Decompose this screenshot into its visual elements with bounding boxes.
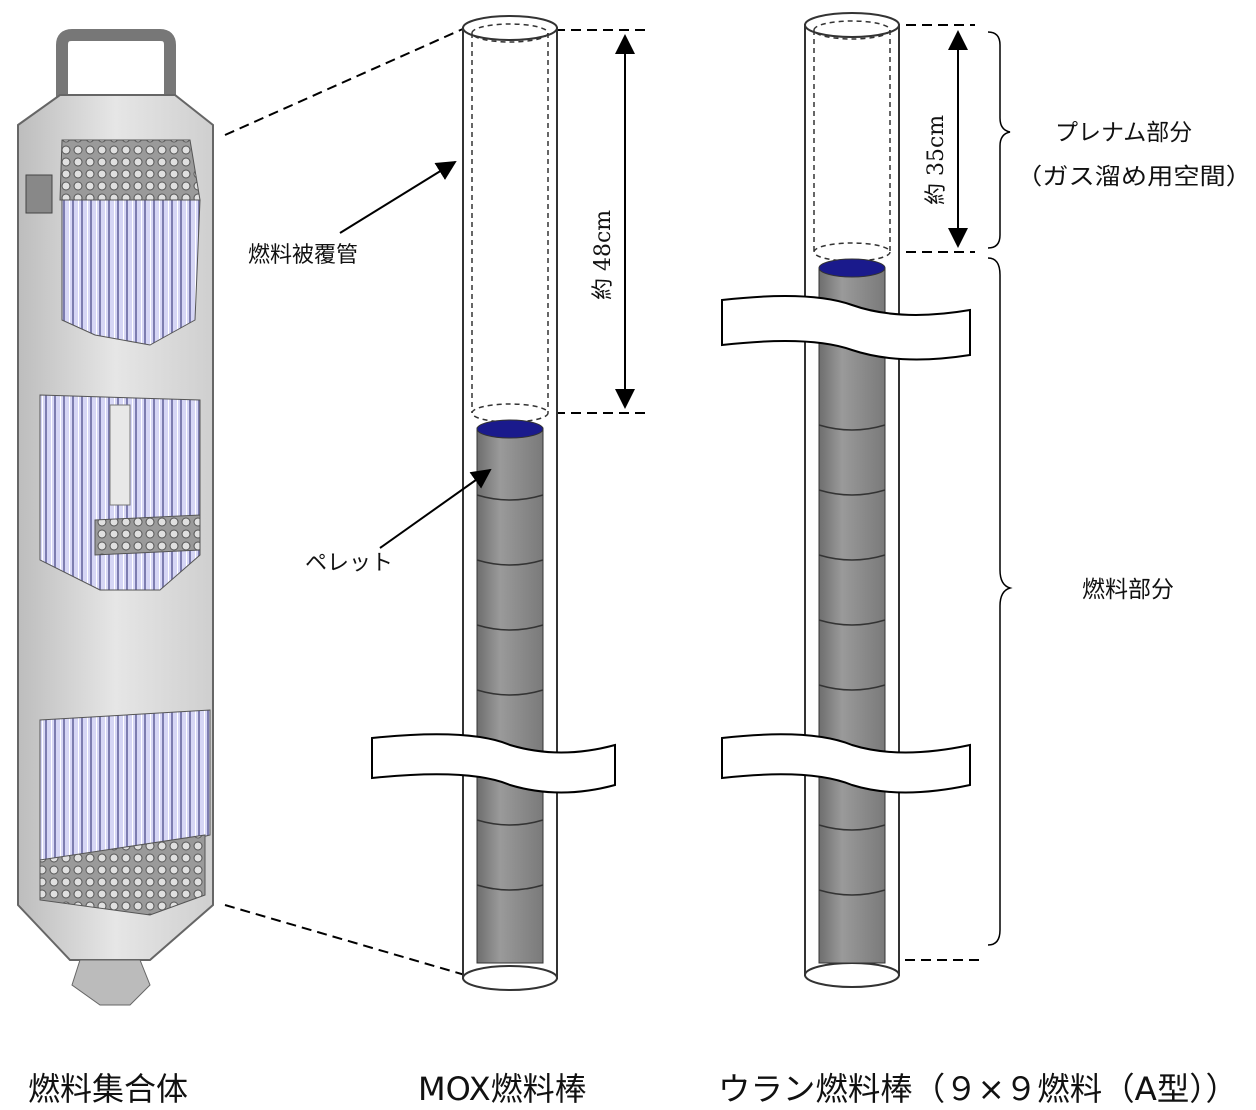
mox-cladding-bottom (462, 965, 558, 991)
fuel-assembly (17, 29, 214, 1006)
assembly-bottom-nozzle (71, 959, 151, 1006)
assembly-cutaway-upper (61, 199, 201, 346)
assembly-top-tie-plate (59, 139, 201, 201)
plenum-note-label: （ガス溜め用空間） (1016, 164, 1252, 190)
mox-break-mark (371, 733, 616, 794)
mox-length-label: 約 48cm (591, 210, 616, 300)
plenum-label: プレナム部分 (1055, 120, 1192, 146)
mox-cladding-top (462, 15, 558, 41)
assembly-handle (56, 29, 176, 130)
mox-fuel-rod (371, 15, 616, 991)
plenum-brace (987, 31, 1011, 249)
assembly-water-rod (109, 404, 131, 506)
projection-lines (224, 24, 985, 976)
mox-pellet-top (476, 419, 544, 439)
assembly-spacer (94, 514, 201, 556)
uranium-pellet-top (818, 258, 886, 278)
assembly-channel-fastener (25, 174, 53, 214)
uranium-break-mark-upper (721, 295, 971, 361)
assembly-caption: 燃料集合体 (28, 1070, 188, 1108)
fuel-brace (987, 257, 1013, 946)
pellet-label: ペレット (305, 551, 393, 576)
assembly-cutaway-lower (39, 709, 211, 861)
cladding-pointer-arrow (339, 160, 457, 234)
fuel-part-label: 燃料部分 (1082, 577, 1174, 603)
uranium-rod-caption: ウラン燃料棒（９×９燃料（A型）） (718, 1070, 1238, 1108)
uranium-pellet-stack (818, 267, 886, 964)
uranium-length-label: 約 35cm (924, 115, 949, 205)
cladding-tube-label: 燃料被覆管 (248, 243, 358, 268)
assembly-lower-tie-plate (39, 834, 206, 916)
uranium-break-mark-lower (721, 733, 971, 794)
mox-rod-caption: MOX燃料棒 (418, 1070, 587, 1108)
uranium-fuel-rod (721, 12, 971, 988)
pellet-pointer-arrow (379, 468, 492, 549)
